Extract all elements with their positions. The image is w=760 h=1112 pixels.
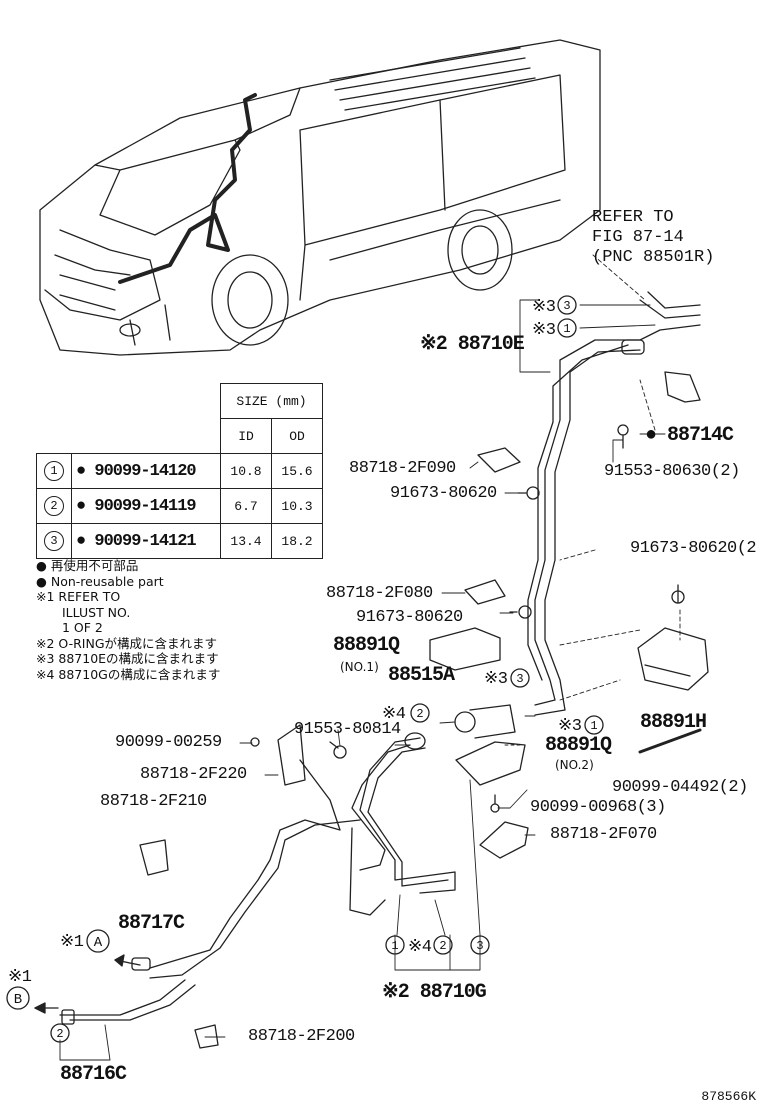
row-od: 15.6	[271, 453, 323, 489]
note-mark-s4-a: ※4	[382, 705, 406, 724]
note-mark-ref-b: ※1	[8, 968, 32, 987]
part-88718-2F220: 88718-2F220	[140, 765, 247, 784]
marker-a: A	[94, 935, 103, 951]
part-91553-80814: 91553-80814	[294, 720, 401, 739]
marker-2-b: 2	[439, 939, 446, 953]
note-line: ※1 REFER TO	[36, 589, 121, 604]
part-88710G: ※2 88710G	[382, 981, 487, 1004]
part-88718-2F090: 88718-2F090	[349, 459, 456, 478]
marker-2-c: 2	[56, 1027, 63, 1041]
refer-line-2: FIG 87-14	[592, 228, 684, 247]
row-part: 90099-14119	[94, 496, 196, 516]
part-91673-80620-a: 91673-80620	[390, 484, 497, 503]
label-no1: (NO.1)	[340, 660, 379, 674]
part-88891Q-no1: 88891Q	[333, 634, 400, 657]
note-mark-s3-b: ※3	[532, 321, 556, 340]
part-91673-80620-b: 91673-80620(2	[630, 539, 757, 558]
table-row: 2 ● 90099-14119 6.7 10.3	[36, 488, 323, 524]
row-od: 10.3	[271, 488, 323, 524]
marker-3-b: 3	[516, 672, 523, 686]
table-corner	[37, 384, 221, 419]
marker-b: B	[14, 992, 22, 1008]
table-row: 3 ● 90099-14121 13.4 18.2	[36, 523, 323, 559]
part-88891H: 88891H	[640, 711, 707, 734]
row-part: 90099-14121	[94, 531, 196, 551]
row-part: 90099-14120	[94, 461, 196, 481]
note-mark-s3-d: ※3	[558, 717, 582, 736]
row-key: 2	[44, 496, 64, 516]
note-mark-s3-c: ※3	[484, 670, 508, 689]
col-id: ID	[220, 418, 272, 454]
part-88717C: 88717C	[118, 912, 185, 935]
part-88718-2F070: 88718-2F070	[550, 825, 657, 844]
part-90099-00259: 90099-00259	[115, 733, 222, 752]
note-line: ※4 88710Gの構成に含まれます	[36, 666, 221, 682]
col-od: OD	[271, 418, 323, 454]
part-91673-80620-c: 91673-80620	[356, 608, 463, 627]
part-90099-00968: 90099-00968(3)	[530, 798, 666, 817]
note-line: ※2 O-RINGが構成に含まれます	[36, 635, 218, 651]
marker-1-a: 1	[563, 322, 570, 336]
note-mark-s3-a: ※3	[532, 298, 556, 317]
part-91553-80630: 91553-80630(2)	[604, 462, 740, 481]
note-line: ※3 88710Eの構成に含まれます	[36, 651, 219, 666]
marker-2-a: 2	[416, 707, 423, 721]
marker-3-a: 3	[563, 299, 570, 313]
refer-line-3: (PNC 88501R)	[592, 248, 715, 267]
note-line: ● 再使用不可部品	[36, 558, 139, 573]
part-88710E: ※2 88710E	[420, 333, 525, 356]
note-line: ● Non-reusable part	[36, 573, 164, 589]
note-line: ILLUST NO.	[62, 604, 131, 620]
figure-code: 878566K	[701, 1089, 756, 1104]
marker-3-c: 3	[476, 939, 483, 953]
part-88714C: ● 88714C	[645, 424, 734, 447]
marker-1-b: 1	[590, 719, 597, 733]
oring-size-table: SIZE (mm) ID OD 1 ● 90099-14120 10.8 15.…	[36, 383, 323, 559]
row-key: 1	[44, 461, 64, 481]
part-88718-2F200: 88718-2F200	[248, 1027, 355, 1046]
part-88891Q-no2: 88891Q	[545, 734, 612, 757]
row-od: 18.2	[271, 523, 323, 559]
refer-line-1: REFER TO	[592, 208, 674, 227]
note-mark-s4-b: ※4	[408, 938, 432, 957]
part-90099-04492: 90099-04492(2)	[612, 778, 748, 797]
table-corner-2	[37, 419, 221, 454]
row-id: 6.7	[220, 488, 272, 524]
part-88515A: 88515A	[388, 664, 455, 687]
label-no2: (NO.2)	[555, 758, 594, 772]
row-id: 13.4	[220, 523, 272, 559]
part-88716C: 88716C	[60, 1063, 127, 1086]
size-header: SIZE (mm)	[220, 383, 323, 419]
note-line: 1 OF 2	[62, 620, 103, 635]
refer-to-note: REFER TO FIG 87-14 (PNC 88501R)	[592, 208, 714, 268]
table-row: 1 ● 90099-14120 10.8 15.6	[36, 453, 323, 489]
note-mark-ref-a: ※1	[60, 933, 84, 952]
marker-1-c: 1	[391, 939, 398, 953]
circle-markers	[6, 295, 604, 1043]
van-illustration	[39, 39, 601, 356]
part-88718-2F080: 88718-2F080	[326, 584, 433, 603]
row-id: 10.8	[220, 453, 272, 489]
part-88718-2F210: 88718-2F210	[100, 792, 207, 811]
row-key: 3	[44, 531, 64, 551]
legend-notes: ● 再使用不可部品 ● Non-reusable part ※1 REFER T…	[36, 558, 220, 682]
